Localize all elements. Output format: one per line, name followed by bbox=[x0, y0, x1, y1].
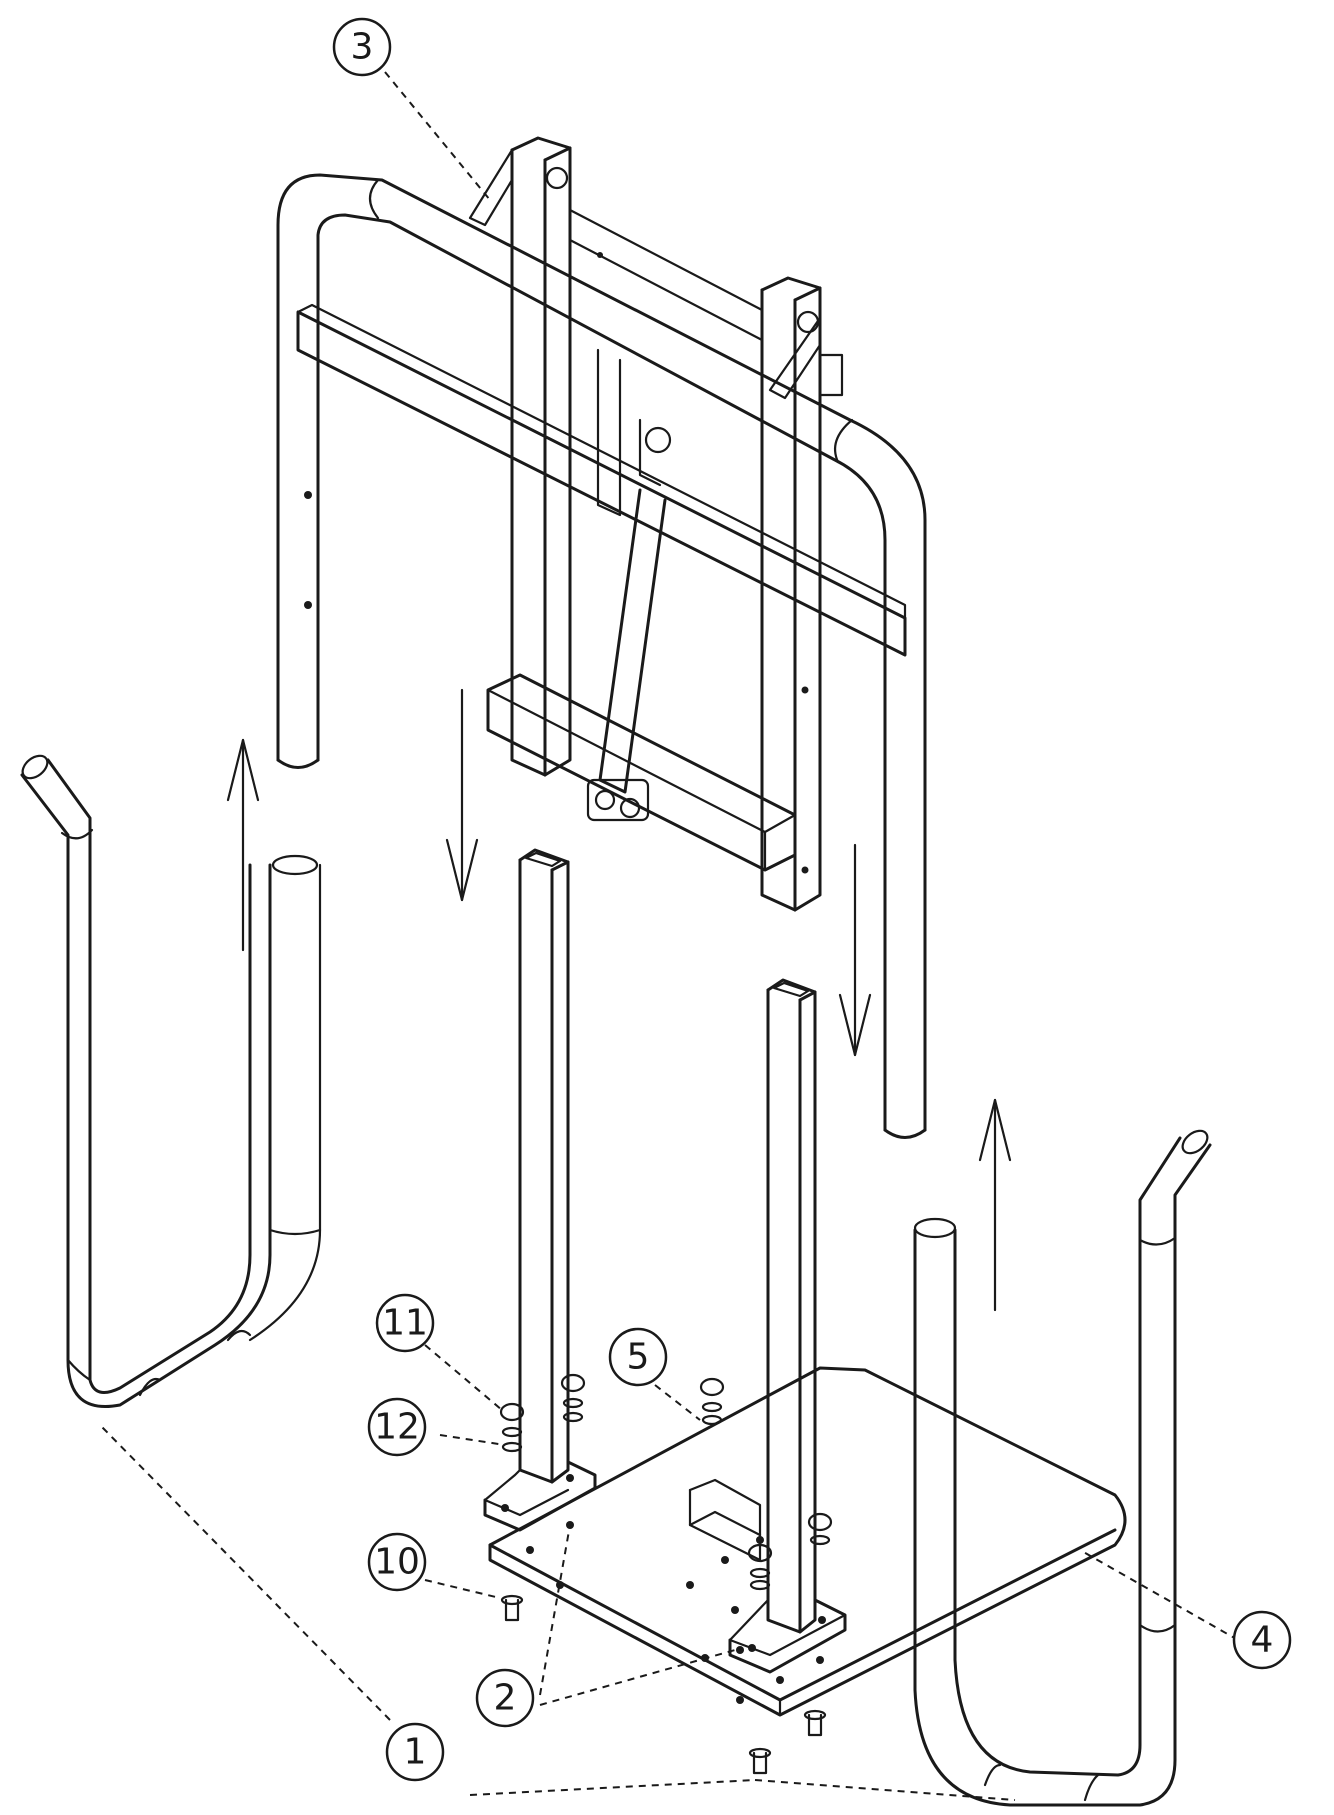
callout-3: 3 bbox=[332, 17, 392, 77]
callout-11-label: 11 bbox=[382, 1303, 428, 1344]
right-square-post bbox=[766, 978, 817, 1634]
bolt bbox=[748, 1747, 772, 1775]
small-angle-bracket bbox=[688, 1478, 762, 1562]
arrow-down-icon bbox=[838, 843, 872, 1057]
rail-hole bbox=[597, 252, 603, 258]
left-square-post bbox=[518, 848, 570, 1484]
callout-12-label: 12 bbox=[374, 1407, 420, 1448]
callout-4-label: 4 bbox=[1251, 1620, 1274, 1661]
upper-arch-frame bbox=[276, 173, 927, 1139]
post-hole bbox=[801, 866, 809, 874]
nut-washer bbox=[807, 1512, 833, 1546]
mount-head-assembly bbox=[296, 136, 907, 912]
frame-hole bbox=[304, 491, 312, 499]
fasteners bbox=[499, 1373, 833, 1775]
nut-washer bbox=[747, 1543, 773, 1591]
callout-2-label: 2 bbox=[494, 1678, 517, 1719]
nut-washer bbox=[560, 1373, 586, 1423]
callout-12: 12 bbox=[367, 1397, 427, 1457]
callout-11: 11 bbox=[375, 1293, 435, 1353]
assembly-arrows bbox=[226, 688, 1012, 1312]
leader-lines bbox=[99, 71, 1239, 1801]
nut-washer bbox=[699, 1377, 725, 1426]
bolt bbox=[803, 1709, 827, 1737]
post-hole bbox=[801, 686, 809, 694]
callout-10: 10 bbox=[367, 1532, 427, 1592]
arrow-up-icon bbox=[978, 1098, 1012, 1312]
callout-3-label: 3 bbox=[351, 27, 374, 68]
left-post-bracket bbox=[483, 1460, 597, 1532]
callout-5-label: 5 bbox=[627, 1337, 650, 1378]
right-post-bracket bbox=[728, 1598, 847, 1674]
callout-1-label: 1 bbox=[404, 1732, 427, 1773]
base-plate bbox=[488, 1366, 1127, 1717]
callout-4: 4 bbox=[1232, 1610, 1292, 1670]
frame-hole bbox=[304, 601, 312, 609]
callout-10-label: 10 bbox=[374, 1542, 420, 1583]
bolt bbox=[500, 1594, 524, 1622]
callout-1: 1 bbox=[385, 1722, 445, 1782]
arrow-up-icon bbox=[226, 738, 260, 952]
nut-washer bbox=[499, 1402, 525, 1453]
callout-5: 5 bbox=[608, 1327, 668, 1387]
arrow-down-icon bbox=[445, 688, 479, 902]
right-u-tube bbox=[913, 1129, 1212, 1807]
callout-2: 2 bbox=[475, 1668, 535, 1728]
left-u-tube bbox=[20, 754, 322, 1408]
